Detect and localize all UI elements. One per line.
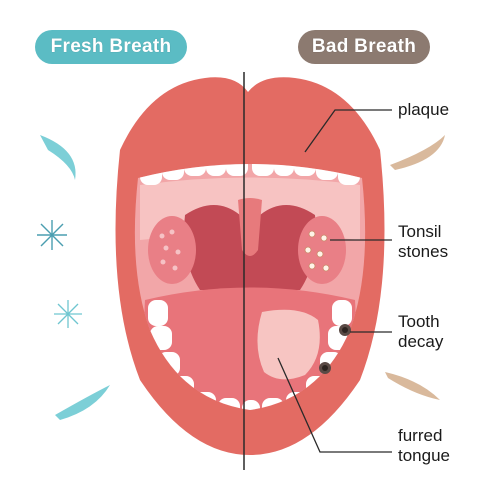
tooth-decay-spots bbox=[319, 324, 351, 374]
tonsil-dots-left bbox=[159, 229, 181, 271]
furred-tongue-label: furred tongue bbox=[398, 426, 450, 465]
tooth-decay-label: Tooth decay bbox=[398, 312, 444, 351]
tonsil-stones bbox=[304, 230, 330, 272]
wave-swoosh-icon bbox=[385, 372, 440, 400]
bad-breath-badge: Bad Breath bbox=[298, 30, 430, 64]
fresh-breath-badge: Fresh Breath bbox=[35, 30, 187, 64]
tonsil-left bbox=[148, 216, 196, 284]
plaque-label: plaque bbox=[398, 100, 450, 119]
callout-lines bbox=[277, 109, 392, 453]
tonsil-stones-label: Tonsil stones bbox=[398, 222, 449, 261]
sparkle-icon bbox=[54, 300, 82, 328]
wave-swoosh-icon bbox=[55, 385, 110, 420]
furred-patch bbox=[257, 309, 320, 380]
wave-swoosh-icon bbox=[40, 135, 76, 180]
wave-swoosh-icon bbox=[390, 135, 445, 170]
sparkle-icon bbox=[37, 220, 67, 250]
